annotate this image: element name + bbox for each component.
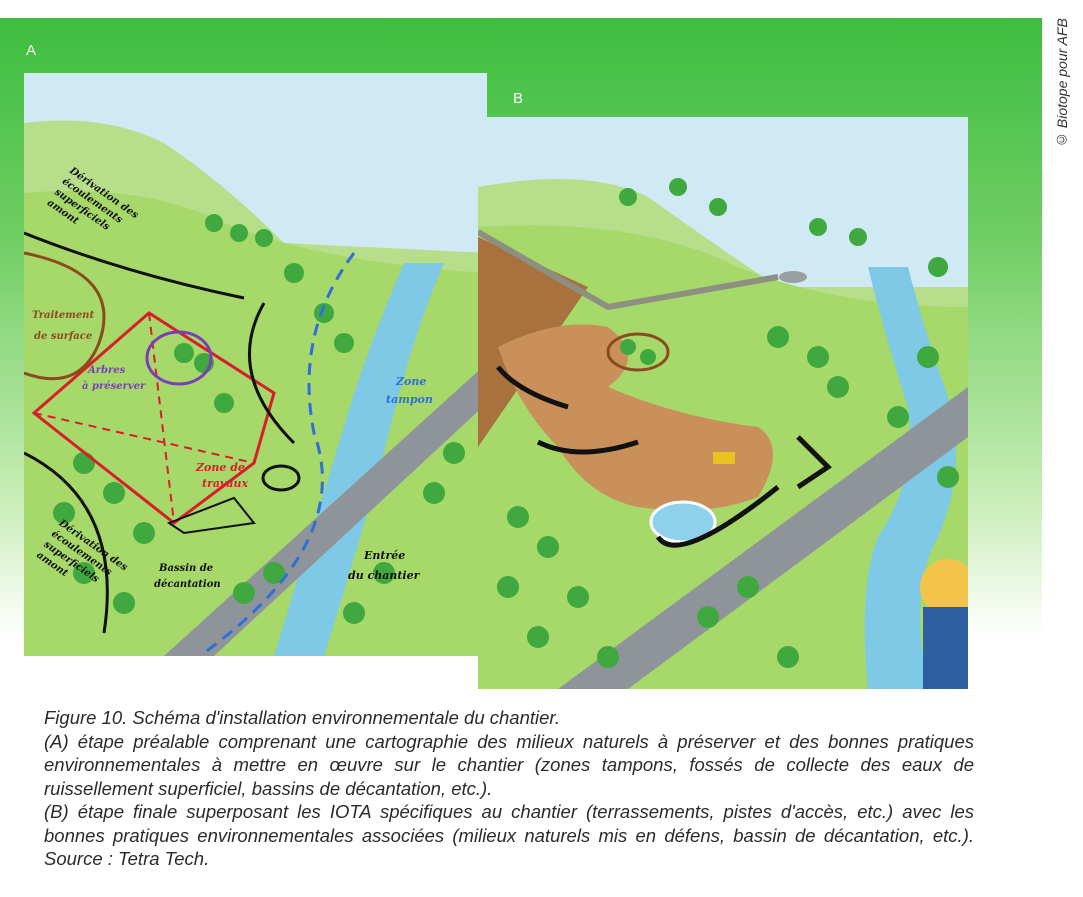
panel-a-letter: A [26, 42, 37, 59]
label-entree: Entrée du chantier [348, 549, 421, 582]
label-zone-travaux: Zone de travaux [195, 461, 249, 490]
caption-part-b: (B) étape finale superposant les IOTA sp… [44, 801, 974, 869]
panel-a-illustration: Dérivation des écoulements superficiels … [24, 73, 487, 656]
label-derivation-top: Dérivation des écoulements superficiels … [44, 165, 143, 255]
panel-b-letter: B [513, 90, 524, 107]
panel-a-drawing: Dérivation des écoulements superficiels … [24, 73, 487, 656]
panel-b-drawing [478, 117, 968, 689]
panel-b-illustration [478, 117, 968, 689]
caption-part-a: (A) étape préalable comprenant une carto… [44, 730, 974, 799]
figure-caption: Figure 10. Schéma d'installation environ… [44, 706, 974, 871]
label-traitement: Traitement de surface [32, 310, 98, 342]
photo-credit: © Biotope pour AFB [1054, 18, 1070, 148]
caption-title: Figure 10. Schéma d'installation environ… [44, 707, 561, 728]
label-arbres: Arbres à préserver [82, 365, 146, 392]
label-zone-tampon: Zone tampon [386, 375, 433, 406]
label-bassin: Bassin de décantation [154, 563, 221, 590]
